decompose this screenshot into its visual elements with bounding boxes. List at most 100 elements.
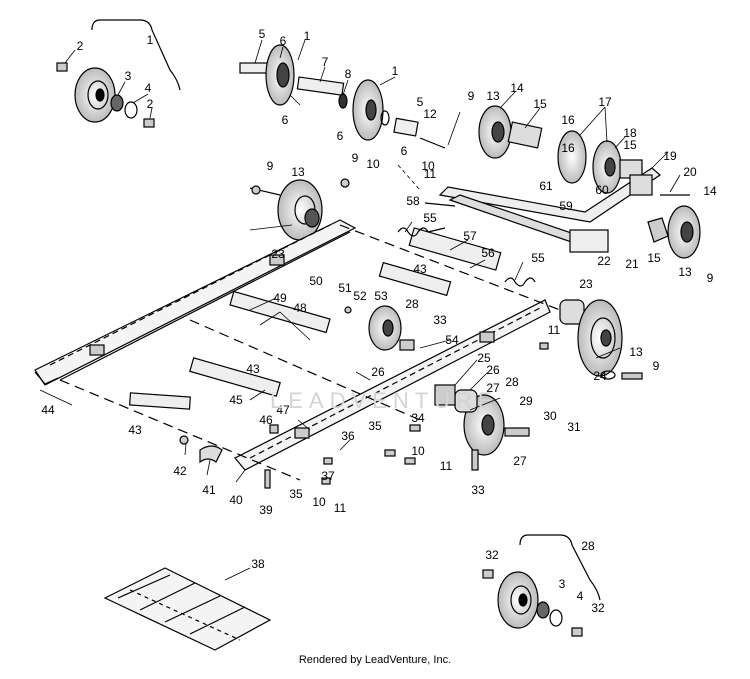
callout-23-c59: 23 [579,277,593,291]
right-slide-rail [234,299,551,471]
nut-32-left [482,569,494,579]
callout-49-c57: 49 [273,291,287,305]
callout-35-c90: 35 [289,487,303,501]
callout-15-c27: 15 [623,138,637,152]
callout-46-c73: 46 [259,413,273,427]
callout-11-c18: 11 [424,167,437,181]
snap-ring-4 [124,101,138,119]
callout-4-c97: 4 [577,589,584,603]
wheel-top-left [74,67,116,123]
callout-27-c82: 27 [513,454,527,468]
callout-24-c63: 24 [593,369,607,383]
callout-3-c96: 3 [559,577,566,591]
callout-11-c60: 11 [548,323,561,337]
callout-42-c85: 42 [173,464,187,478]
spring-55-right [504,277,536,287]
callout-23-c44: 23 [271,247,285,261]
callout-6-c16: 6 [401,144,408,158]
bracket-group-28 [519,534,601,601]
callout-2-c5: 2 [147,97,154,111]
callout-56-c47: 56 [481,246,495,260]
callout-9-c19: 9 [468,89,475,103]
callout-1-c8: 1 [304,29,311,43]
left-slide-rail [34,219,357,386]
callout-16-c23: 16 [561,113,575,127]
callout-10-c78: 10 [411,444,425,458]
callout-40-c87: 40 [229,493,243,507]
callout-7-c9: 7 [322,55,329,69]
callout-26-c65: 26 [371,365,385,379]
callout-22-c38: 22 [597,254,611,268]
callout-6-c7: 6 [280,34,287,48]
small-hardware [179,178,549,489]
watermark: LEADVENTURE [270,388,499,413]
callout-12-c14: 12 [423,107,437,121]
callout-28-c69: 28 [505,375,519,389]
callout-58-c32: 58 [406,194,420,208]
callout-13-c20: 13 [486,89,500,103]
callout-41-c86: 41 [202,483,216,497]
callout-9-c62: 9 [653,359,660,373]
callout-11-c83: 11 [440,459,453,473]
callout-1-c11: 1 [392,64,399,78]
callout-28-c54: 28 [405,297,419,311]
callout-15-c22: 15 [533,97,547,111]
callout-2-c2: 2 [77,39,84,53]
callout-44-c70: 44 [41,403,55,417]
callout-35-c77: 35 [368,419,382,433]
callout-28-c94: 28 [581,539,595,553]
callout-43-c64: 43 [246,362,260,376]
callout-39-c88: 39 [259,503,273,517]
nut-2-right [143,118,155,128]
callout-60-c30: 60 [595,183,609,197]
callout-19-c28: 19 [663,149,677,163]
callout-17-c24: 17 [598,95,612,109]
callout-10-c17: 10 [421,159,435,173]
callout-50-c50: 50 [309,274,323,288]
callout-5-c6: 5 [259,27,266,41]
callout-13-c42: 13 [678,265,692,279]
callout-16-c26: 16 [561,141,575,155]
callout-14-c40: 14 [703,184,717,198]
callout-27-c68: 27 [486,381,500,395]
callout-43-c72: 43 [128,423,142,437]
callout-8-c10: 8 [345,67,352,81]
wheel-lower-28 [434,384,530,456]
callout-15-c41: 15 [647,251,661,265]
callout-1-c1: 1 [147,33,154,47]
snap-ring-4-b [549,609,563,627]
spring-55-left [397,227,446,237]
callout-21-c39: 21 [625,257,639,271]
callout-43-c49: 43 [413,262,427,276]
wheel-left-13 [249,179,323,241]
callout-45-c71: 45 [229,393,243,407]
rear-crossbar-frame [424,167,690,253]
callout-32-c95: 32 [485,548,499,562]
callout-38-c93: 38 [251,557,265,571]
callout-10-c91: 10 [312,495,326,509]
callout-61-c29: 61 [539,179,553,193]
callout-30-c80: 30 [543,409,557,423]
callout-4-c4: 4 [145,81,152,95]
track-section-38 [103,567,272,651]
wheel-right-24 [559,299,643,380]
callout-26-c67: 26 [486,363,500,377]
callout-47-c74: 47 [276,403,290,417]
callout-6-c15: 6 [337,129,344,143]
leader-lines [39,39,681,581]
callout-25-c66: 25 [477,351,491,365]
callout-13-c61: 13 [629,345,643,359]
callout-52-c52: 52 [353,289,367,303]
callout-9-c36: 9 [352,151,359,165]
top-axle-assembly [239,44,446,149]
callout-9-c43: 9 [707,271,714,285]
wheel-center-28 [368,305,415,351]
bracket-group-1 [91,19,181,91]
callout-53-c53: 53 [374,289,388,303]
callout-55-c45: 55 [423,211,437,225]
bearing-3-b [536,601,550,619]
bearing-3 [110,94,124,112]
